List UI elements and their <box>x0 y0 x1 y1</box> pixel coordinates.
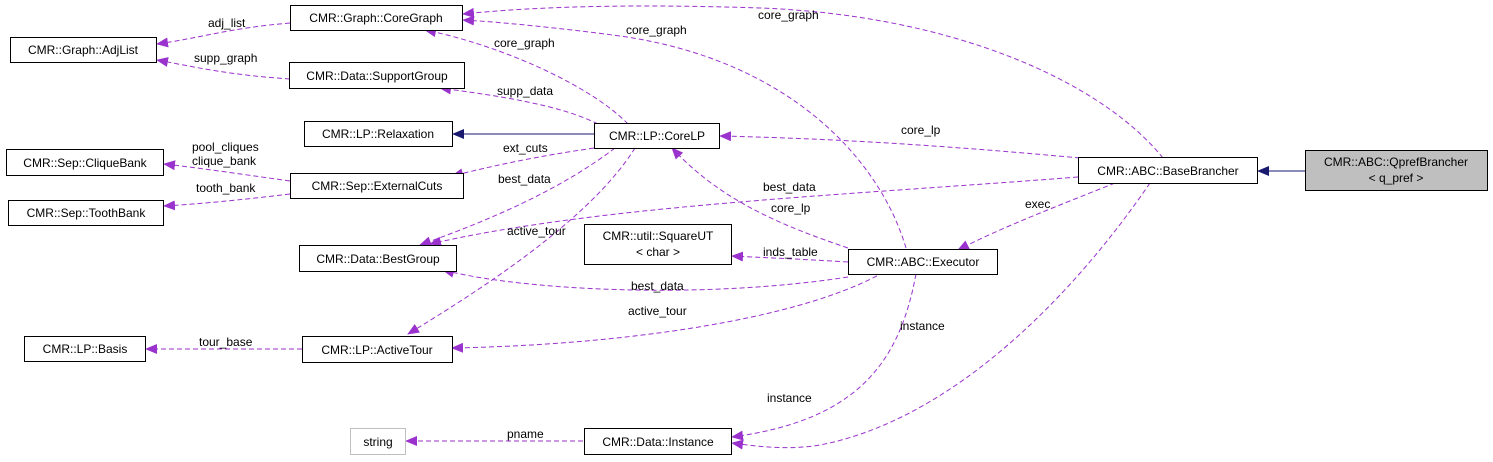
node-label: CMR::LP::ActiveTour <box>321 343 432 357</box>
edge-label-active-tour-corelp: active_tour <box>507 224 566 238</box>
node-adj-list[interactable]: CMR::Graph::AdjList <box>10 37 157 63</box>
node-tooth-bank[interactable]: CMR::Sep::ToothBank <box>8 200 164 226</box>
edge-label-best-data-basebrancher: best_data <box>763 180 816 194</box>
edge-label-core-lp-executor: core_lp <box>771 201 811 215</box>
edge-supportgroup-adjlist <box>156 57 291 80</box>
edge-label-tour-base: tour_base <box>199 335 253 349</box>
node-external-cuts[interactable]: CMR::Sep::ExternalCuts <box>290 173 464 199</box>
node-instance[interactable]: CMR::Data::Instance <box>584 428 732 455</box>
node-label: CMR::Graph::AdjList <box>28 43 139 57</box>
edge-label-adj-list: adj_list <box>208 16 246 30</box>
edge-corelp-externalcuts <box>451 147 595 179</box>
node-label: CMR::ABC::Executor <box>867 255 980 269</box>
node-label: string <box>363 435 392 449</box>
node-label: CMR::ABC::BaseBrancher <box>1097 164 1238 178</box>
node-executor[interactable]: CMR::ABC::Executor <box>848 249 998 275</box>
node-label-line2: < char > <box>636 245 680 259</box>
node-label: CMR::Sep::ToothBank <box>27 206 147 220</box>
edges <box>145 5 1305 450</box>
node-support-group[interactable]: CMR::Data::SupportGroup <box>289 62 465 89</box>
edge-labels: adj_list supp_graph core_graph core_grap… <box>192 8 1050 441</box>
edge-corelp-supportgroup <box>439 84 599 125</box>
edge-label-tooth-bank: tooth_bank <box>196 181 256 195</box>
edge-coregraph-adjlist <box>156 22 291 48</box>
node-active-tour[interactable]: CMR::LP::ActiveTour <box>302 336 453 363</box>
node-core-lp[interactable]: CMR::LP::CoreLP <box>594 123 720 149</box>
node-basis[interactable]: CMR::LP::Basis <box>24 336 146 362</box>
edge-executor-bestgroup <box>442 267 849 291</box>
edge-label-instance-basebrancher: instance <box>767 391 812 405</box>
edge-label-core-graph-executor: core_graph <box>626 23 687 37</box>
node-label: CMR::Graph::CoreGraph <box>309 11 442 25</box>
node-base-brancher[interactable]: CMR::ABC::BaseBrancher <box>1078 157 1258 184</box>
edge-label-core-graph-corelp: core_graph <box>494 36 555 50</box>
edge-label-best-data-executor: best_data <box>631 279 684 293</box>
node-clique-bank[interactable]: CMR::Sep::CliqueBank <box>6 149 164 176</box>
edge-basebrancher-instance <box>731 182 1151 450</box>
edge-basebrancher-coregraph <box>462 5 1164 159</box>
node-square-ut[interactable]: CMR::util::SquareUT < char > <box>584 224 732 265</box>
edge-label-supp-data: supp_data <box>497 84 553 98</box>
edge-executor-activetour <box>451 271 885 353</box>
edge-externalcuts-cliquebank <box>163 160 291 182</box>
node-label-line1: CMR::ABC::QprefBrancher <box>1324 155 1468 169</box>
node-label-line2: < q_pref > <box>1369 171 1424 185</box>
edge-label-supp-graph: supp_graph <box>194 51 257 65</box>
edge-label-pname: pname <box>507 427 544 441</box>
edge-label-best-data-corelp: best_data <box>498 172 551 186</box>
edge-corelp-coregraph <box>424 27 629 125</box>
edge-basebrancher-corelp <box>719 131 1081 159</box>
node-relaxation[interactable]: CMR::LP::Relaxation <box>304 121 453 147</box>
edge-executor-squareut <box>731 251 849 263</box>
edge-externalcuts-toothbank <box>163 193 291 211</box>
node-label: CMR::Data::SupportGroup <box>306 69 448 83</box>
edge-label-exec: exec <box>1025 197 1050 211</box>
node-label: CMR::LP::Relaxation <box>322 127 434 141</box>
node-best-group[interactable]: CMR::Data::BestGroup <box>299 245 457 272</box>
edge-executor-coregraph <box>462 15 907 249</box>
edge-basebrancher-bestgroup <box>429 176 1079 247</box>
node-string[interactable]: string <box>350 428 406 455</box>
edge-corelp-activetour <box>407 147 636 335</box>
edge-basebrancher-executor <box>957 182 1116 251</box>
node-qpref-brancher[interactable]: CMR::ABC::QprefBrancher < q_pref > <box>1305 150 1488 191</box>
node-label-line1: CMR::util::SquareUT <box>603 229 714 243</box>
node-label: CMR::Sep::CliqueBank <box>23 156 147 170</box>
edge-corelp-bestgroup <box>419 147 616 247</box>
edge-label-instance-executor: instance <box>900 319 945 333</box>
node-core-graph[interactable]: CMR::Graph::CoreGraph <box>290 5 463 31</box>
node-label: CMR::LP::CoreLP <box>609 129 705 143</box>
node-label: CMR::Sep::ExternalCuts <box>312 179 443 193</box>
edge-label-ext-cuts: ext_cuts <box>503 141 548 155</box>
edge-label-active-tour-executor: active_tour <box>628 304 687 318</box>
edge-label-core-lp-basebrancher: core_lp <box>901 123 941 137</box>
edge-label-core-graph-basebrancher: core_graph <box>758 8 819 22</box>
edge-label-clique-bank: clique_bank <box>192 154 257 168</box>
edge-label-inds-table: inds_table <box>763 245 818 259</box>
edge-executor-instance <box>731 273 917 441</box>
node-label: CMR::Data::BestGroup <box>316 252 440 266</box>
edge-label-pool-cliques: pool_cliques <box>192 140 259 154</box>
edge-executor-corelp <box>671 147 849 249</box>
node-label: CMR::LP::Basis <box>43 342 128 356</box>
node-label: CMR::Data::Instance <box>602 435 714 449</box>
